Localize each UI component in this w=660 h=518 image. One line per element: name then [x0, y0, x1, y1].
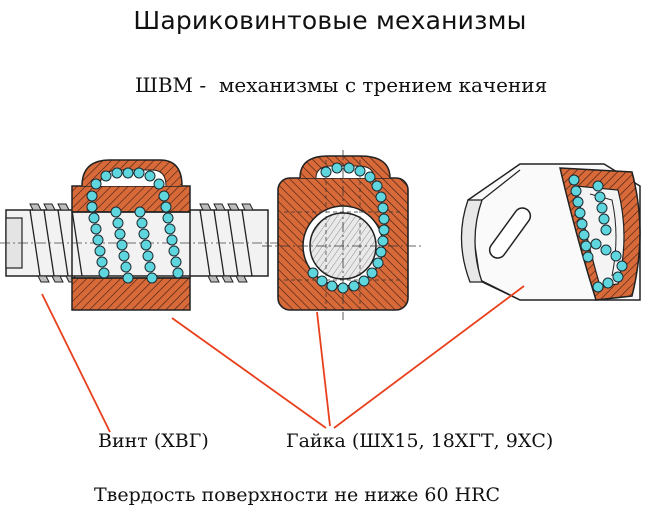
- ball-ring: [307, 162, 390, 294]
- leader-lines: [41, 285, 525, 433]
- ball-track: [568, 174, 628, 293]
- nut-isometric-view: [460, 163, 641, 301]
- ball-chain: [86, 167, 184, 284]
- screw-leader: [41, 293, 111, 433]
- screw-label: Винт (ХВГ): [98, 430, 209, 452]
- nut-cross-section: [262, 150, 424, 320]
- slot: [488, 207, 532, 259]
- nut-label: Гайка (ШХ15, 18ХГТ, 9ХС): [286, 430, 554, 452]
- nut-leader-2: [316, 311, 331, 427]
- nut-leader-3: [333, 285, 525, 429]
- hardness-note: Твердость поверхности не ниже 60 HRC: [94, 484, 500, 506]
- nut-leader-1: [171, 317, 327, 429]
- slide-title: Шариковинтовые механизмы: [133, 6, 527, 35]
- screw-nut-side-view: [0, 159, 280, 311]
- slide-subtitle: ШВМ - механизмы с трением качения: [135, 73, 548, 97]
